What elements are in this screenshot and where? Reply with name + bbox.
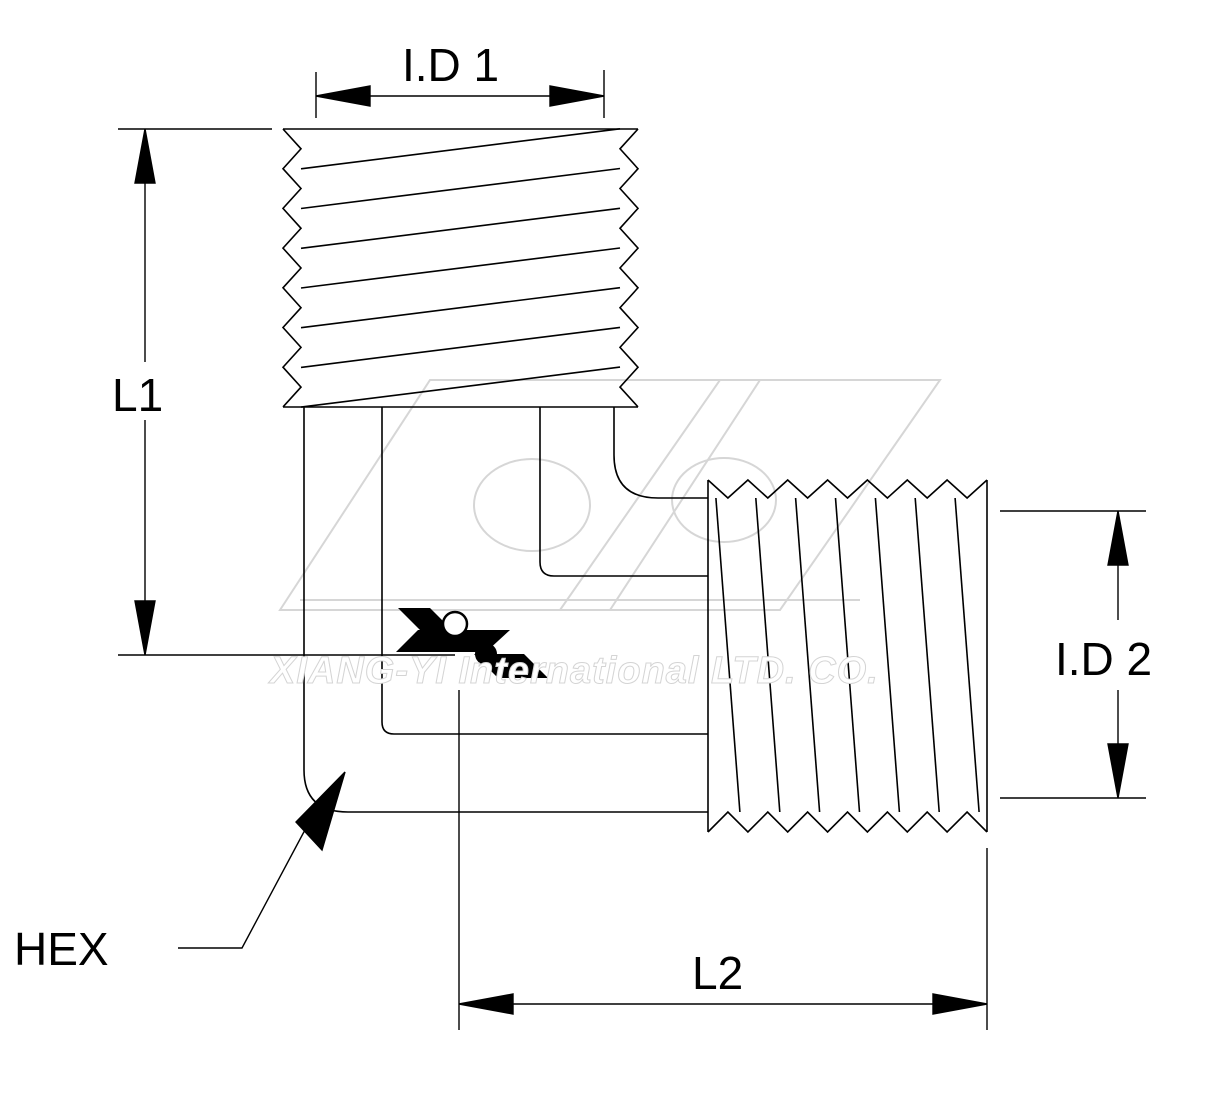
upper-thread-line bbox=[300, 207, 621, 250]
hex-leader bbox=[178, 771, 346, 949]
upper-thread-line bbox=[300, 286, 621, 329]
id2-label: I.D 2 bbox=[1055, 633, 1153, 685]
upper-thread-line bbox=[300, 366, 621, 408]
l1-dimension bbox=[118, 128, 455, 656]
hex-label: HEX bbox=[14, 923, 109, 975]
upper-thread-line bbox=[300, 326, 621, 369]
upper-thread-line bbox=[300, 247, 621, 289]
id1-label: I.D 1 bbox=[402, 39, 500, 91]
right-thread bbox=[707, 478, 988, 834]
l2-dimension bbox=[458, 690, 988, 1030]
id2-dimension bbox=[1000, 510, 1146, 799]
right-thread-line bbox=[954, 497, 980, 813]
elbow-body bbox=[303, 407, 708, 813]
right-thread-line bbox=[794, 497, 821, 813]
l2-label: L2 bbox=[692, 947, 744, 999]
right-thread-line bbox=[755, 497, 781, 813]
watermark-logo-icon bbox=[278, 379, 942, 611]
id1-dimension bbox=[315, 70, 605, 118]
right-thread-line bbox=[834, 497, 861, 813]
right-thread-line bbox=[914, 497, 940, 813]
watermark-company-name: XIANG-YI International LTD. CO. bbox=[270, 650, 879, 692]
brand-mark-icon bbox=[396, 608, 548, 678]
upper-thread bbox=[281, 128, 640, 408]
right-thread-line bbox=[715, 497, 741, 813]
upper-thread-line bbox=[300, 128, 621, 170]
right-thread-line bbox=[874, 497, 901, 813]
l1-label: L1 bbox=[112, 369, 164, 421]
upper-thread-line bbox=[300, 167, 621, 210]
